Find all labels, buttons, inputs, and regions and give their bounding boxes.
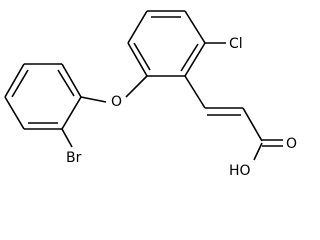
c-br-bond xyxy=(61,128,73,148)
structure-drawing: Cl O Br O HO xyxy=(4,10,297,179)
ring-double-bond xyxy=(180,43,199,72)
ring-bond xyxy=(127,42,148,77)
chlorophenyl-ring xyxy=(127,10,206,77)
ring-bond xyxy=(184,10,206,44)
ring-bond xyxy=(4,63,25,98)
ring-double-bond xyxy=(57,69,75,97)
carbonyl-oxygen-label: O xyxy=(286,136,297,152)
ring-bond xyxy=(184,42,206,77)
ring-bond xyxy=(127,10,148,44)
o-c-bond xyxy=(80,96,107,103)
ring-bond xyxy=(61,96,82,130)
c-oh-bond xyxy=(253,142,263,161)
ring-bond xyxy=(61,63,82,98)
bromo-label: Br xyxy=(66,150,82,166)
c-c-bond xyxy=(242,107,263,142)
ring-double-bond xyxy=(133,42,151,71)
chloro-label: Cl xyxy=(229,36,243,52)
vinyl-bond xyxy=(184,75,206,109)
ring-bond xyxy=(4,96,25,130)
ring-double-bond xyxy=(11,69,29,98)
bromophenyl-ring xyxy=(4,63,82,130)
hydroxyl-label: HO xyxy=(229,163,251,179)
acrylic-acid-chain xyxy=(184,75,283,161)
c-o-bond xyxy=(125,75,148,98)
molecule-diagram: Cl O Br O HO xyxy=(4,10,298,179)
ether-oxygen-label: O xyxy=(111,94,122,110)
